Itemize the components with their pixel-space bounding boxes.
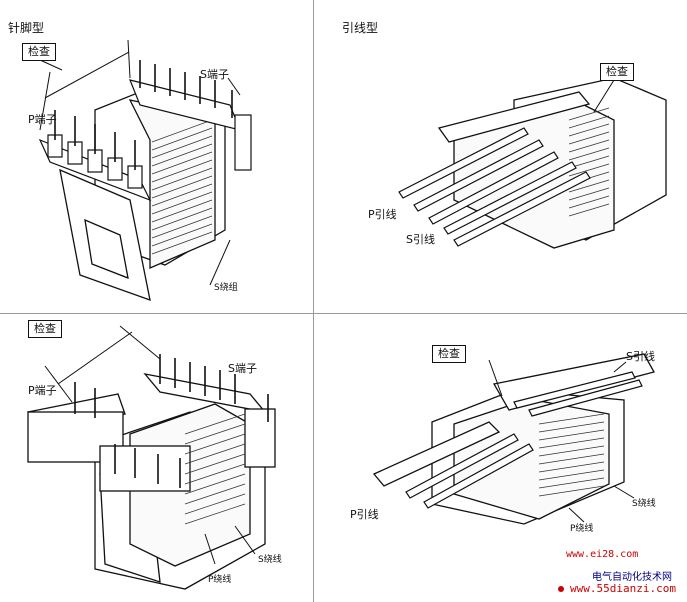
s-coil-label: S绕线 [632,499,656,509]
check-label: 检查 [432,345,466,363]
s-terminal-label: S端子 [200,68,229,81]
panel-pin-type: 针脚型 检查 P端子 S端子 S绕组 [0,0,313,313]
panel-title-lead-type: 引线型 [342,21,379,35]
s-terminal-label: S端子 [228,362,257,375]
horizontal-divider [0,313,687,314]
pin-type-transformer-drawing [38,39,252,301]
watermark-brand: 电气自动化技术网 [592,572,672,583]
lead-type-transformer-drawing [398,77,667,249]
p-lead-label: P引线 [368,208,397,221]
s-coil-label: S绕组 [214,283,238,293]
p-terminal-label: P端子 [28,384,57,397]
check-label: 检查 [22,43,56,61]
watermark-dot-icon [558,586,564,592]
vertical-divider [313,0,314,602]
s-lead-label: S引线 [406,233,435,246]
check-label: 检查 [600,63,634,81]
p-terminal-label: P端子 [28,113,57,126]
check-label: 检查 [28,320,62,338]
watermark-site-55dianzi: www.55dianzi.com [570,582,676,595]
lead-type-detail-drawing [372,353,655,525]
pin-type-detail-drawing [27,325,276,590]
p-lead-label: P引线 [350,508,379,521]
panel-lead-type: 引线型 检查 P引线 S引线 [314,0,687,313]
s-coil-label: S绕线 [258,555,282,565]
panel-title-pin-type: 针脚型 [8,21,45,35]
s-lead-label: S引线 [626,350,655,363]
panel-pin-type-detail: 检查 P端子 S端子 P绕线 S绕线 [0,314,313,602]
p-coil-label: P绕线 [208,575,232,585]
panel-lead-type-detail: 检查 S引线 P引线 P绕线 S绕线 [314,314,687,602]
p-coil-label: P绕线 [570,524,594,534]
watermark-site-ei28: www.ei28.com [566,549,639,560]
